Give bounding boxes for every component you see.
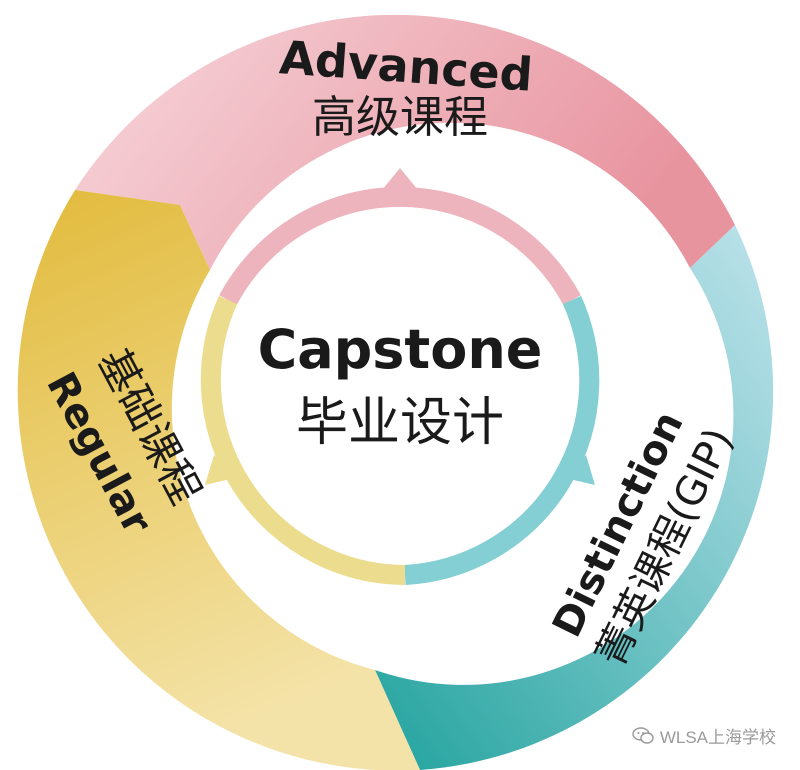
arrow-tip-right <box>565 455 595 485</box>
segment-distinction <box>375 225 774 770</box>
watermark-text: WLSA上海学校 <box>659 728 776 747</box>
inner-ring-distinction <box>404 295 600 585</box>
center-subtitle: 毕业设计 <box>296 393 504 453</box>
center-title: Capstone <box>258 318 543 381</box>
inner-ring-regular <box>200 295 406 585</box>
segment-advanced-label-zh: 高级课程 <box>312 92 488 143</box>
segment-regular <box>17 190 420 770</box>
wechat-icon <box>632 726 654 744</box>
center-disc <box>230 210 570 550</box>
segment-advanced <box>75 14 735 271</box>
arrow-tip-left <box>205 455 235 485</box>
arrow-tip-top <box>382 168 418 190</box>
watermark: WLSA上海学校 <box>632 723 776 748</box>
inner-ring-advanced <box>219 186 581 305</box>
